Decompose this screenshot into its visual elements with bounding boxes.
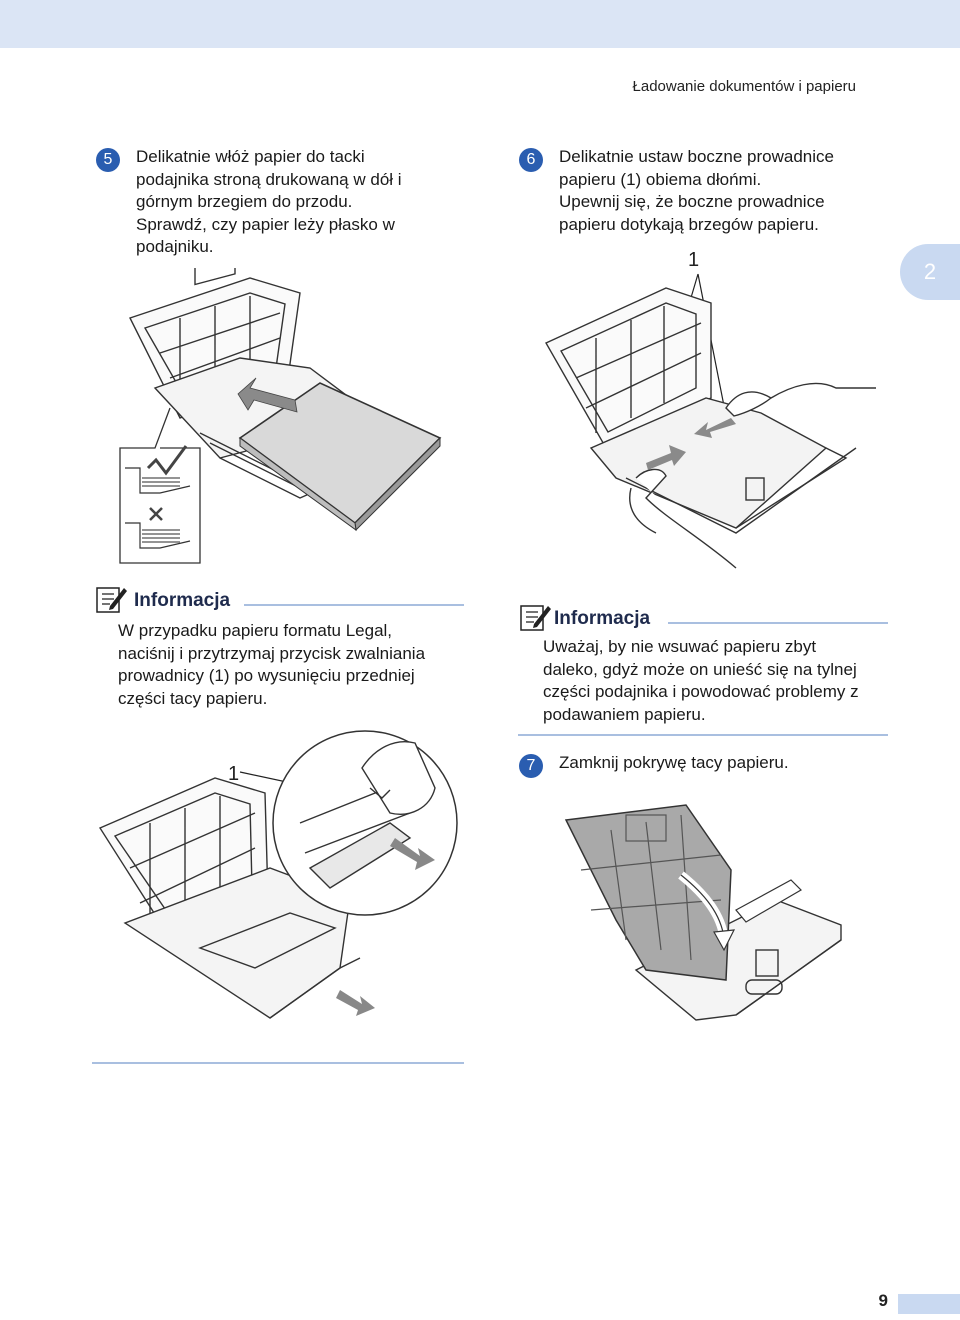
figure-insert-paper xyxy=(119,268,442,564)
step-number-badge: 7 xyxy=(519,754,543,778)
cross-icon xyxy=(149,507,163,521)
note-title-text: Informacja xyxy=(134,590,231,611)
note-rule xyxy=(244,604,464,606)
note-end-rule xyxy=(518,734,888,736)
chapter-tab: 2 xyxy=(900,244,960,300)
step-number-badge: 5 xyxy=(96,148,120,172)
note-body: W przypadku papieru formatu Legal, naciś… xyxy=(118,621,426,708)
page-tab xyxy=(898,1294,960,1314)
note-pencil-icon xyxy=(520,605,551,631)
note-pencil-icon xyxy=(96,587,127,613)
top-band xyxy=(0,0,960,48)
step-6-text: Delikatnie ustaw boczne prowadnice papie… xyxy=(559,147,834,234)
figure-close-cover xyxy=(564,804,842,1021)
note-title-text: Informacja xyxy=(554,608,651,629)
figure-adjust-guides: 1 xyxy=(545,249,876,569)
note-title: Informacja xyxy=(550,608,650,630)
note-end-rule xyxy=(92,1062,464,1064)
callout-1: 1 xyxy=(228,763,239,785)
step-7-text: Zamknij pokrywę tacy papieru. xyxy=(559,753,789,772)
note-body: Uważaj, by nie wsuwać papieru zbyt dalek… xyxy=(543,637,859,724)
callout-1: 1 xyxy=(688,249,699,271)
note-title: Informacja xyxy=(130,590,230,612)
page-number: 9 xyxy=(878,1291,888,1310)
figure-legal-release: 1 xyxy=(98,730,458,1019)
step-5-text: Delikatnie włóż papier do tacki podajnik… xyxy=(136,147,402,256)
note-rule xyxy=(668,622,888,624)
step-number-badge: 6 xyxy=(519,148,543,172)
running-header: Ładowanie dokumentów i papieru xyxy=(632,78,856,95)
checkmark-icon xyxy=(146,445,188,476)
